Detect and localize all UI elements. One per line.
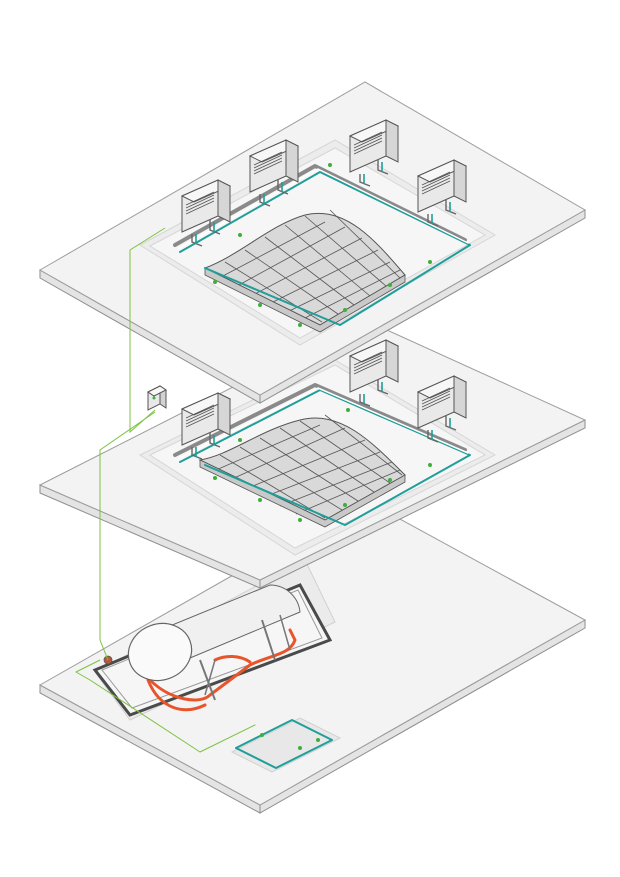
control-box-icon (147, 385, 167, 411)
radiant-panel-upper (203, 209, 406, 333)
sensor-dots-upper (213, 163, 432, 327)
floor-upper (38, 81, 587, 404)
distribution-pipe-middle (179, 389, 471, 526)
floor-middle (38, 319, 587, 589)
storage-tank (127, 584, 301, 701)
control-line-ground (75, 671, 256, 753)
manifold-loop (235, 719, 333, 769)
control-riser (75, 227, 166, 673)
distribution-pipe-upper (179, 171, 471, 326)
radiant-panel-middle (198, 414, 406, 528)
sensor-dots-middle (213, 408, 432, 522)
